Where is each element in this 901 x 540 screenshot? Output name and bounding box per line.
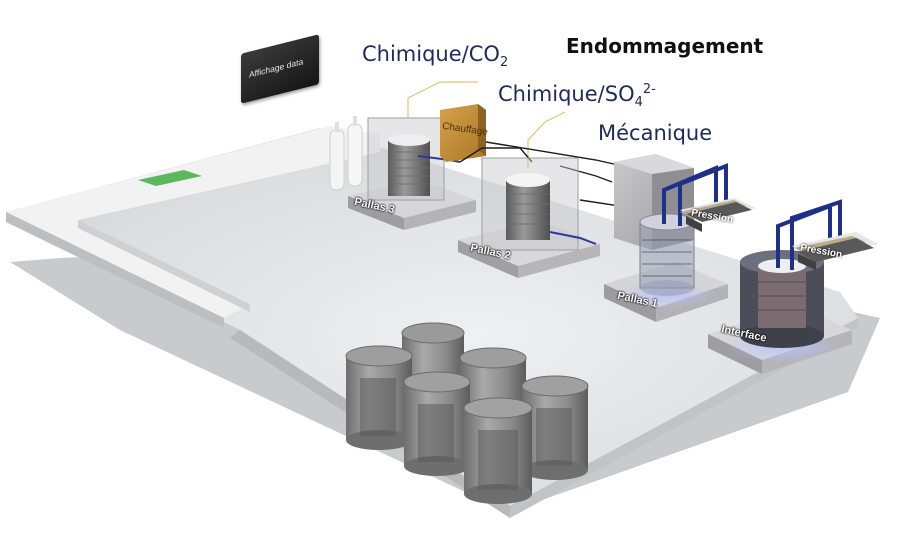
- label-so4-superscript: 2-: [642, 82, 656, 97]
- callout-so4: [527, 111, 566, 168]
- label-chimique-co2: Chimique/CO2: [362, 42, 508, 70]
- chauffage-box: [440, 104, 486, 162]
- walkway-side: [6, 212, 224, 328]
- label-so4-subscript: 4: [634, 95, 643, 111]
- label-chimique-so4: Chimique/SO42-: [498, 82, 656, 110]
- green-marker: [138, 170, 202, 186]
- walkway-inner: [78, 220, 250, 312]
- title-endommagement: Endommagement: [566, 34, 764, 58]
- frame-1: [662, 163, 728, 226]
- label-chimique-so4-text: Chimique/SO: [498, 82, 635, 106]
- storage-cylinder: [403, 371, 471, 476]
- station-pallas2: [458, 157, 600, 278]
- label-mecanique: Mécanique: [598, 121, 713, 145]
- label-co2-subscript: 2: [499, 55, 509, 71]
- pression-box-2: [792, 232, 878, 270]
- pression-box-1: [680, 198, 756, 232]
- floor: [6, 128, 858, 506]
- data-display-label: Affichage data: [249, 56, 304, 80]
- storage-cylinder: [521, 375, 589, 480]
- storage-cylinder: [463, 397, 533, 504]
- storage-cylinder: [345, 345, 413, 450]
- callout-co2: [407, 81, 478, 118]
- label-chimique-co2-text: Chimique/CO: [362, 42, 500, 66]
- gas-bottles: [329, 116, 363, 191]
- frame-2: [776, 199, 842, 270]
- station-pallas3: [348, 117, 476, 230]
